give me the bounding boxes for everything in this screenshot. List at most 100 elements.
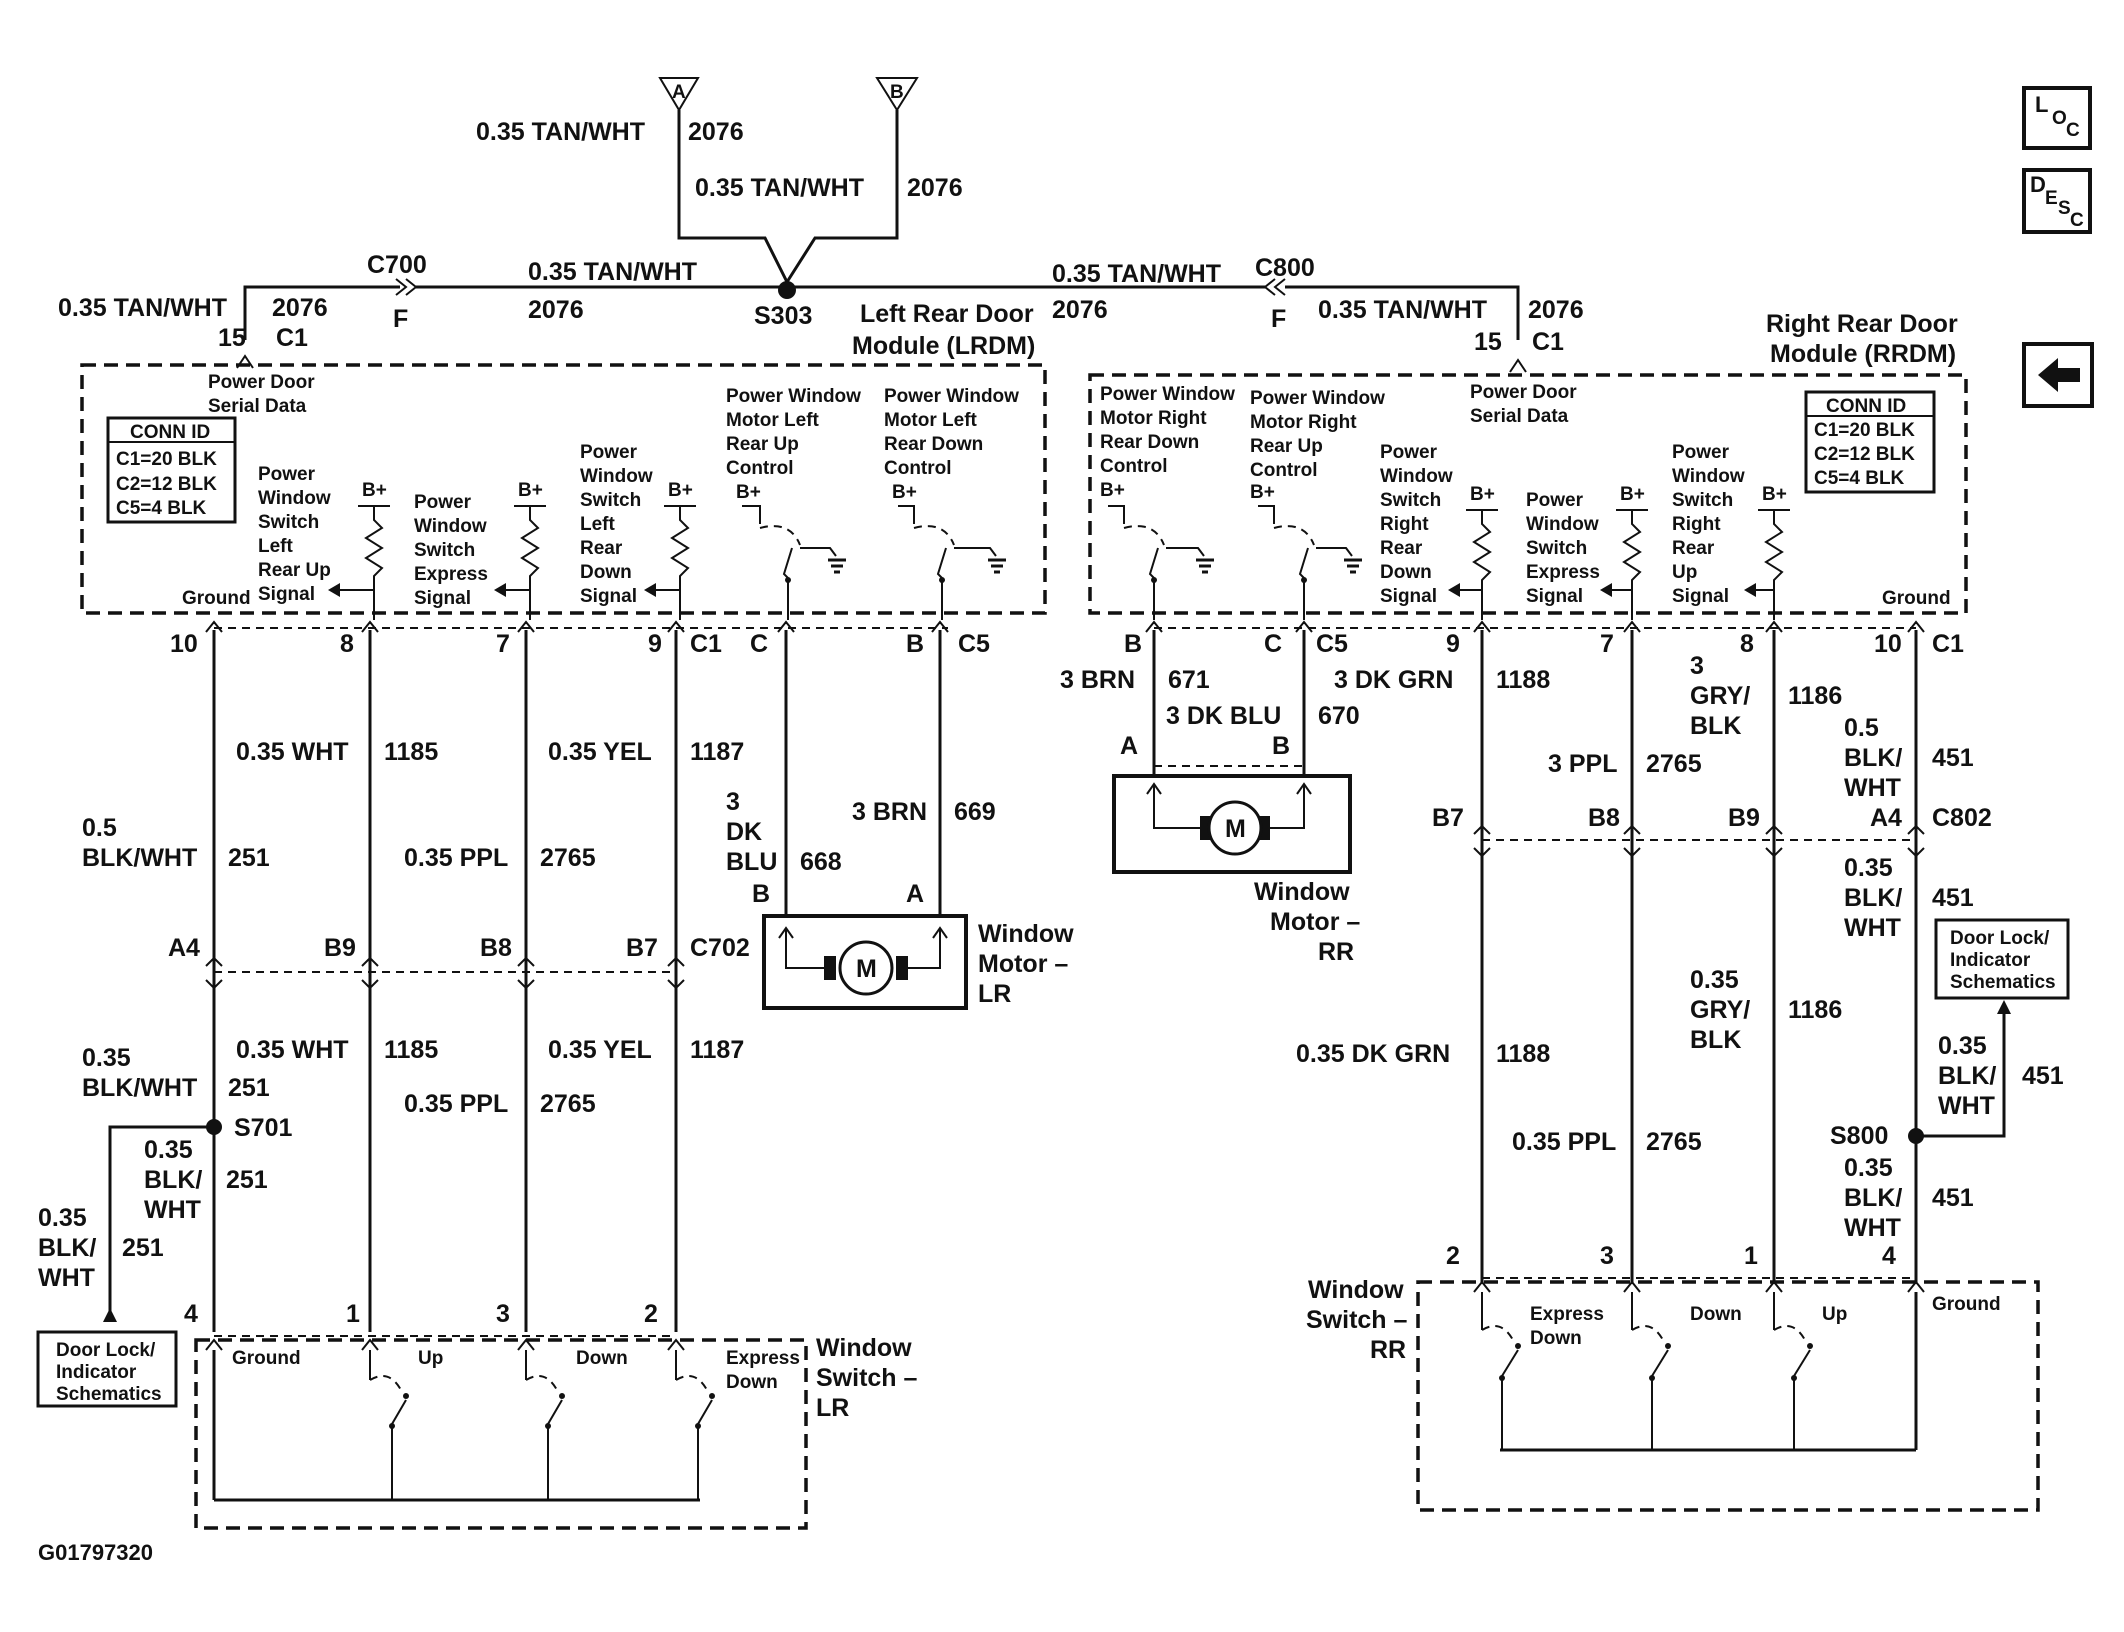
w1188-upper: 3 DK GRN — [1334, 666, 1453, 694]
splice-s800: S800 — [1830, 1122, 1888, 1150]
svg-text:Rear Up: Rear Up — [726, 434, 799, 455]
rrdm-module: Right Rear Door Module (RRDM) 0.35 TAN/W… — [1088, 296, 1968, 658]
lrdm-switch-input-2: B+ Power Window Switch Express Signal — [414, 480, 546, 620]
svg-text:Motor Left: Motor Left — [726, 410, 820, 431]
top-feed: A B 0.35 TAN/WHT 2076 0.35 TAN/WHT 2076 … — [243, 77, 1520, 340]
rr-motor-pin-a: A — [1120, 732, 1138, 760]
svg-text:Rear: Rear — [580, 538, 623, 559]
window-switch-lr: 4 1 3 2 Ground Up Down Express Down — [184, 1300, 918, 1530]
svg-text:Window: Window — [414, 516, 487, 537]
lrdm-serial-2: Serial Data — [208, 396, 307, 417]
s701-branch-size: 0.35 — [144, 1136, 193, 1164]
w251b-color: BLK/WHT — [82, 1074, 197, 1102]
svg-text:C5=4 BLK: C5=4 BLK — [116, 498, 207, 519]
svg-text:Power: Power — [1380, 442, 1438, 463]
motor-rr-label-1: Window — [1254, 878, 1350, 906]
lrdm-conn-c5: C5 — [958, 630, 990, 658]
wire-tan-whit-right: 0.35 TAN/WHT — [695, 174, 864, 202]
rrdm-conn-c1: C1 — [1932, 630, 1964, 658]
w1186-upper-2: GRY/ — [1690, 682, 1750, 710]
motor-wire-dkblu-3: BLU — [726, 848, 777, 876]
svg-text:B+: B+ — [1762, 484, 1787, 505]
svg-text:Left: Left — [580, 514, 616, 535]
desc-icon[interactable]: D E S C — [2022, 168, 2092, 234]
window-switch-rr: 2 3 1 4 Express Down Down Up Ground — [1306, 1242, 2040, 1512]
w2765-upper: 0.35 PPL — [404, 844, 508, 872]
svg-text:Right: Right — [1672, 514, 1721, 535]
w251-color: BLK/WHT — [82, 844, 197, 872]
s701-branch-color-2: WHT — [144, 1196, 201, 1224]
rrdm-switch-input-1: Power Window Switch Right Rear Down Sign… — [1380, 442, 1498, 620]
c802-pin-b9: B9 — [1728, 804, 1760, 832]
svg-text:Rear Up: Rear Up — [1250, 436, 1323, 457]
lrdm-switch-input-1: B+ Power Window Switch Left Rear Up Sign… — [182, 464, 390, 620]
motor-lr-label-2: Motor – — [978, 950, 1068, 978]
svg-text:B+: B+ — [1470, 484, 1495, 505]
rrdm-pin-8: 8 — [1740, 630, 1754, 658]
rrdm-serial-2: Serial Data — [1470, 406, 1569, 427]
lrdm-pin-c: C — [750, 630, 768, 658]
svg-text:E: E — [2045, 188, 2058, 209]
c802-pin-b7: B7 — [1432, 804, 1464, 832]
rrdm-motor-down-relay: Power Window Motor Right Rear Down Contr… — [1100, 384, 1235, 620]
svg-text:C2=12 BLK: C2=12 BLK — [116, 474, 217, 495]
c702-pin-b9: B9 — [324, 934, 356, 962]
svg-text:Power Window: Power Window — [726, 386, 861, 407]
svg-text:B+: B+ — [1250, 482, 1275, 503]
w1185-upper: 0.35 WHT — [236, 738, 349, 766]
lr-switch-pin-3: 3 — [496, 1300, 510, 1328]
motor-wire-dkblu-1: 3 — [726, 788, 740, 816]
rr-switch-label-3: RR — [1370, 1336, 1406, 1364]
rr-switch-pin-4: 4 — [1882, 1242, 1896, 1270]
svg-text:C1=20 BLK: C1=20 BLK — [1814, 420, 1915, 441]
w251-size: 0.5 — [82, 814, 117, 842]
motor-rr-label-3: RR — [1318, 938, 1354, 966]
rrdm-in-circuit: 2076 — [1528, 296, 1584, 324]
rr-switch-pin-2: 2 — [1446, 1242, 1460, 1270]
svg-text:C1=20 BLK: C1=20 BLK — [116, 449, 217, 470]
door-lock-link-right[interactable]: Door Lock/ Indicator Schematics — [1934, 918, 2070, 1000]
w1188-lower: 0.35 DK GRN — [1296, 1040, 1450, 1068]
rrdm-ground-label: Ground — [1882, 588, 1951, 609]
wire-tan-whit-left: 0.35 TAN/WHT — [476, 118, 645, 146]
svg-text:Power: Power — [580, 442, 638, 463]
loc-icon[interactable]: L O C — [2022, 86, 2092, 150]
lrdm-conn-id-box: CONN ID C1=20 BLK C2=12 BLK C5=4 BLK — [106, 416, 237, 524]
window-motor-rr: M Window Motor – RR — [1112, 774, 1360, 966]
door-lock-wire-color-2: WHT — [38, 1264, 95, 1292]
svg-text:Rear: Rear — [1672, 538, 1715, 559]
svg-text:Window: Window — [258, 488, 331, 509]
svg-text:Signal: Signal — [1672, 586, 1729, 607]
lrdm-title-1: Left Rear Door — [860, 300, 1034, 328]
w1186-lower-2: GRY/ — [1690, 996, 1750, 1024]
rr-motor-wire-dkblu: 3 DK BLU — [1166, 702, 1281, 730]
figure-id: G01797320 — [38, 1540, 153, 1565]
lrdm-serial-1: Power Door — [208, 372, 315, 393]
lr-switch-down: Down — [576, 1348, 628, 1369]
svg-text:Power: Power — [1672, 442, 1730, 463]
rr-switch-up-contact — [1773, 1292, 1813, 1450]
lr-switch-up-contact — [369, 1350, 409, 1500]
door-lock-link-left[interactable]: Door Lock/ Indicator Schematics — [36, 1330, 178, 1408]
svg-text:Control: Control — [1250, 460, 1318, 481]
back-arrow-icon[interactable] — [2022, 342, 2094, 408]
w251-circuit: 251 — [228, 844, 270, 872]
rrdm-serial-1: Power Door — [1470, 382, 1577, 403]
lr-switch-ground: Ground — [232, 1348, 301, 1369]
rrdm-pin-c: C — [1264, 630, 1282, 658]
connector-a-label: A — [672, 82, 686, 103]
c702-pin-b8: B8 — [480, 934, 512, 962]
w451-upper-color-2: WHT — [1844, 774, 1901, 802]
rr-motor-pin-b: B — [1272, 732, 1290, 760]
svg-text:Window: Window — [580, 466, 653, 487]
motor-rr-m: M — [1225, 815, 1246, 843]
svg-text:CONN ID: CONN ID — [130, 422, 210, 443]
door-lock-wire-circuit: 251 — [122, 1234, 164, 1262]
circuit-2076-right: 2076 — [907, 174, 963, 202]
rrdm-pin-7: 7 — [1600, 630, 1614, 658]
door-lock-wire-size: 0.35 — [38, 1204, 87, 1232]
lrdm-in-wire: 0.35 TAN/WHT — [58, 294, 227, 322]
lr-switch-express-1: Express — [726, 1348, 800, 1369]
rr-switch-express-contact — [1481, 1292, 1521, 1450]
